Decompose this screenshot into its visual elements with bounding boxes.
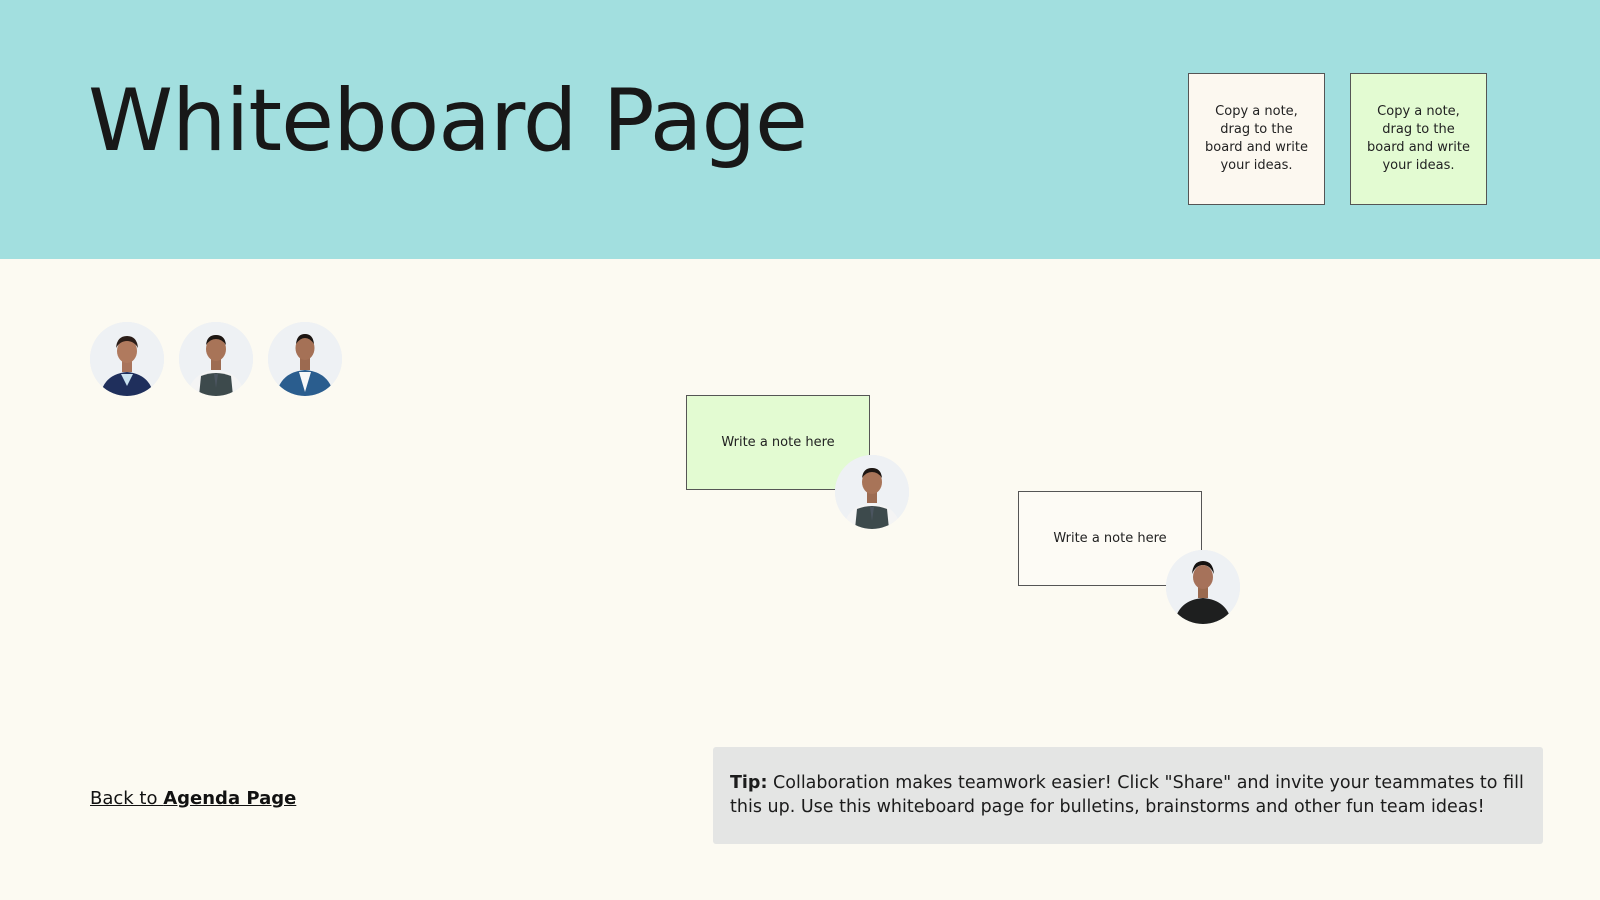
back-link-target: Agenda Page (163, 788, 297, 809)
person-avatar-icon (1166, 550, 1240, 624)
note-author-avatar[interactable] (1166, 550, 1240, 624)
team-avatar-3[interactable] (268, 322, 342, 396)
person-avatar-icon (268, 322, 342, 396)
person-avatar-icon (179, 322, 253, 396)
team-avatar-2[interactable] (179, 322, 253, 396)
header-band (0, 0, 1600, 259)
person-avatar-icon (835, 455, 909, 529)
team-avatar-1[interactable] (90, 322, 164, 396)
tip-box: Tip: Collaboration makes teamwork easier… (713, 747, 1543, 844)
tip-label: Tip: (730, 773, 768, 793)
back-link-prefix: Back to (90, 788, 164, 809)
template-note-green[interactable]: Copy a note, drag to the board and write… (1350, 73, 1487, 205)
back-to-agenda-link[interactable]: Back to Agenda Page (90, 788, 296, 809)
template-note-text: Copy a note, drag to the board and write… (1205, 104, 1308, 173)
template-note-text: Copy a note, drag to the board and write… (1367, 104, 1470, 173)
sticky-note[interactable]: Write a note here (1018, 491, 1202, 586)
note-author-avatar[interactable] (835, 455, 909, 529)
page-title: Whiteboard Page (88, 71, 808, 171)
sticky-note-text: Write a note here (1053, 531, 1167, 546)
tip-text: Collaboration makes teamwork easier! Cli… (730, 773, 1524, 817)
sticky-note-text: Write a note here (721, 435, 835, 450)
template-note-white[interactable]: Copy a note, drag to the board and write… (1188, 73, 1325, 205)
person-avatar-icon (90, 322, 164, 396)
